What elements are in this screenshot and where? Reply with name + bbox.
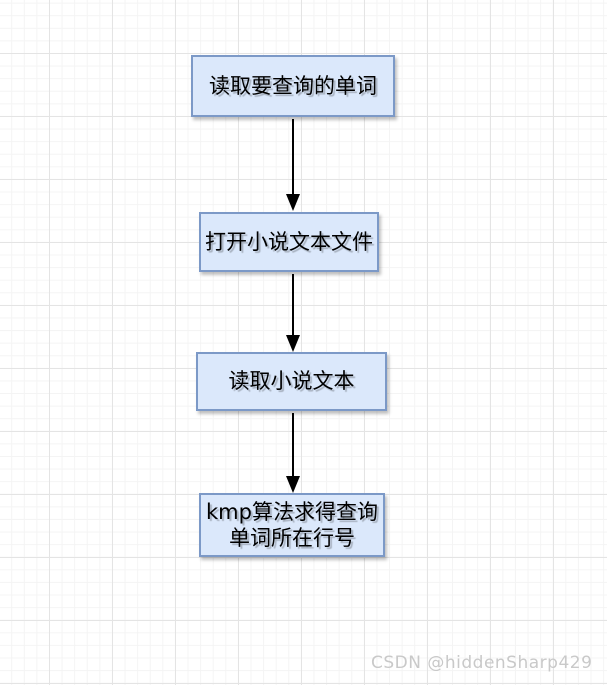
csdn-watermark: CSDN @hiddenSharp429 bbox=[371, 653, 593, 673]
arrowhead-down-icon bbox=[286, 194, 300, 211]
flow-node-read-novel-text: 读取小说文本 bbox=[196, 352, 387, 411]
edge-line bbox=[292, 413, 294, 477]
flow-node-open-novel-file: 打开小说文本文件 bbox=[199, 212, 379, 272]
flow-node-kmp-find-line-number: kmp算法求得查询 单词所在行号 bbox=[199, 493, 385, 557]
arrowhead-down-icon bbox=[286, 476, 300, 493]
edge-line bbox=[292, 119, 294, 195]
flow-node-read-query-word: 读取要查询的单词 bbox=[191, 55, 395, 117]
edge-line bbox=[292, 274, 294, 336]
arrowhead-down-icon bbox=[286, 335, 300, 352]
